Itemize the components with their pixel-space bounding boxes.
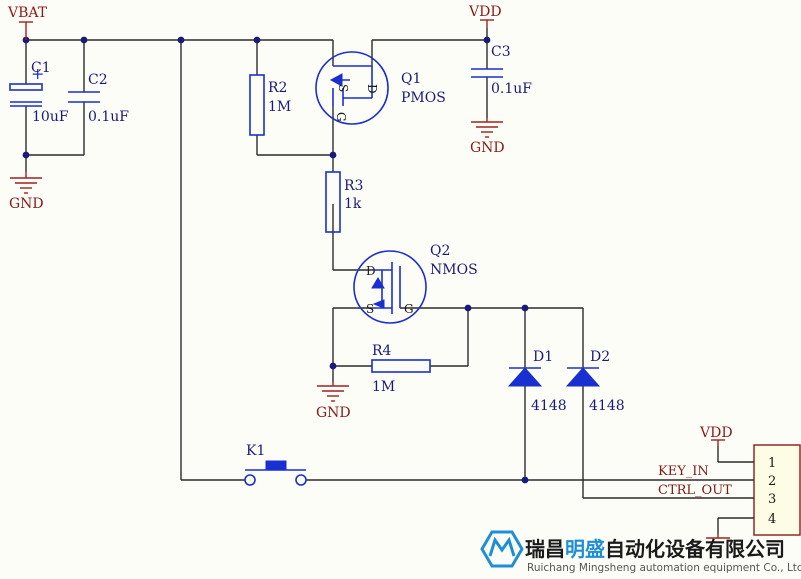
c2-value: 0.1uF [88, 109, 129, 125]
connector-pin-2: 2 [768, 474, 776, 489]
q1-pin-d: D [365, 84, 379, 94]
c3-value: 0.1uF [491, 81, 532, 97]
junctions [22, 36, 529, 484]
vdd-label-top: VDD [468, 4, 502, 20]
company-name-cn: 瑞昌明盛自动化设备有限公司 [525, 537, 785, 561]
q2-pin-s: S [366, 302, 374, 316]
resistor-r2: R2 1M [249, 74, 291, 136]
c2-ref: C2 [88, 72, 108, 88]
q2-pin-g: G [404, 302, 414, 316]
q2-pin-d: D [366, 264, 376, 278]
c1-polarity: + [31, 64, 44, 83]
wires [25, 28, 754, 534]
vbat-label: VBAT [7, 5, 48, 21]
d1-ref: D1 [533, 349, 553, 365]
q1-pin-g: G [334, 112, 348, 122]
c3-ref: C3 [491, 44, 511, 60]
r4-value: 1M [372, 379, 395, 395]
r3-value: 1k [344, 196, 362, 212]
switch-k1: K1 [244, 443, 307, 486]
r2-value: 1M [268, 99, 291, 115]
diode-d1: D1 4148 [507, 349, 567, 414]
q1-ref: Q1 [401, 71, 421, 87]
gnd-label-c3: GND [470, 140, 505, 156]
d2-ref: D2 [590, 349, 610, 365]
company-name-en: Ruichang Mingsheng automation equipment … [527, 562, 801, 574]
gnd-stub-connector [706, 534, 730, 539]
gnd-symbol-left: GND [9, 172, 44, 212]
company-logo-icon [480, 530, 524, 568]
c1-ref: C1 [31, 60, 51, 76]
r3-ref: R3 [344, 178, 363, 194]
net-ctrl-out: CTRL_OUT [658, 483, 732, 498]
company-name-b: 明盛 [565, 537, 605, 561]
mosfet-q2: D S G Q2 NMOS [353, 243, 478, 324]
connector-pin-3: 3 [768, 492, 776, 507]
c1-value: 10uF [32, 109, 69, 125]
resistor-r4: R4 1M [371, 343, 431, 395]
company-name-c: 自动化设备有限公司 [605, 537, 785, 561]
net-key-in: KEY_IN [658, 464, 709, 479]
capacitor-c3: C3 0.1uF [471, 44, 532, 97]
vdd-symbol-top: VDD [468, 4, 502, 28]
d2-value: 4148 [589, 398, 625, 414]
gnd-symbol-q2: GND [316, 382, 351, 421]
resistor-r3: R3 1k [325, 171, 363, 233]
r2-ref: R2 [268, 80, 287, 96]
q1-pin-s: S [336, 84, 350, 92]
connector-pin-1: 1 [768, 456, 776, 471]
vdd-label-connector: VDD [699, 425, 733, 441]
r4-ref: R4 [372, 343, 392, 359]
capacitor-c2: C2 0.1uF [68, 72, 129, 125]
mosfet-q1: S D G Q1 PMOS [315, 51, 446, 125]
q2-ref: Q2 [430, 243, 450, 259]
watermark: 瑞昌明盛自动化设备有限公司 Ruichang Mingsheng automat… [480, 530, 801, 574]
d1-value: 4148 [531, 398, 567, 414]
gnd-label-q2: GND [316, 405, 351, 421]
q1-type: PMOS [401, 90, 446, 106]
connector-pin-4: 4 [768, 512, 776, 527]
gnd-label-left: GND [9, 196, 44, 212]
q2-type: NMOS [430, 262, 478, 278]
gnd-symbol-c3: GND [470, 118, 505, 156]
vdd-symbol-connector: VDD [699, 425, 733, 446]
connector-j1: 1 2 3 4 KEY_IN CTRL_OUT [658, 444, 801, 536]
diode-d2: D2 4148 [565, 349, 625, 414]
capacitor-c1: + C1 10uF [9, 60, 69, 125]
k1-ref: K1 [246, 443, 265, 459]
vbat-symbol: VBAT [7, 5, 48, 40]
company-name-a: 瑞昌 [525, 537, 565, 561]
